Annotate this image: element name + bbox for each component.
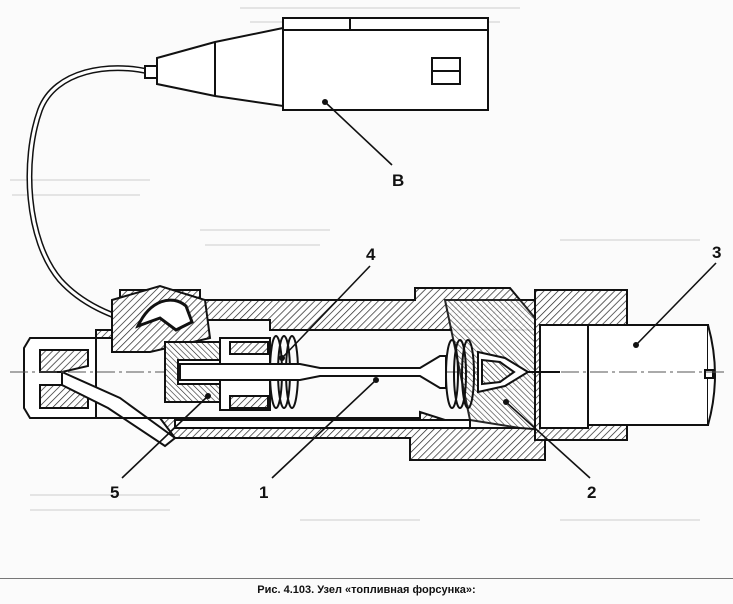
leader-connector xyxy=(324,101,393,166)
leader-4 xyxy=(281,265,371,359)
label-part-5: 5 xyxy=(110,483,119,502)
electrical-connector xyxy=(26,17,489,328)
leader-3 xyxy=(635,262,717,346)
label-part-2: 2 xyxy=(587,483,596,502)
leader-dots xyxy=(205,99,639,405)
label-part-3: 3 xyxy=(712,243,721,262)
connector-cable-core xyxy=(27,66,151,327)
connector-cable xyxy=(26,65,151,328)
leader-5 xyxy=(121,395,209,479)
label-part-1: 1 xyxy=(259,483,268,502)
injector-body xyxy=(10,284,725,461)
figure-caption: Рис. 4.103. Узел «топливная форсунка»: xyxy=(257,584,476,596)
leader-lines xyxy=(121,101,717,479)
connector-boot xyxy=(156,26,284,108)
spring-right xyxy=(445,339,475,409)
caption-divider xyxy=(0,578,733,579)
leader-1 xyxy=(271,379,377,479)
label-part-4: 4 xyxy=(366,245,376,264)
solenoid-cylinder xyxy=(587,324,709,426)
label-connector: В xyxy=(392,171,404,190)
leader-2 xyxy=(505,401,591,479)
